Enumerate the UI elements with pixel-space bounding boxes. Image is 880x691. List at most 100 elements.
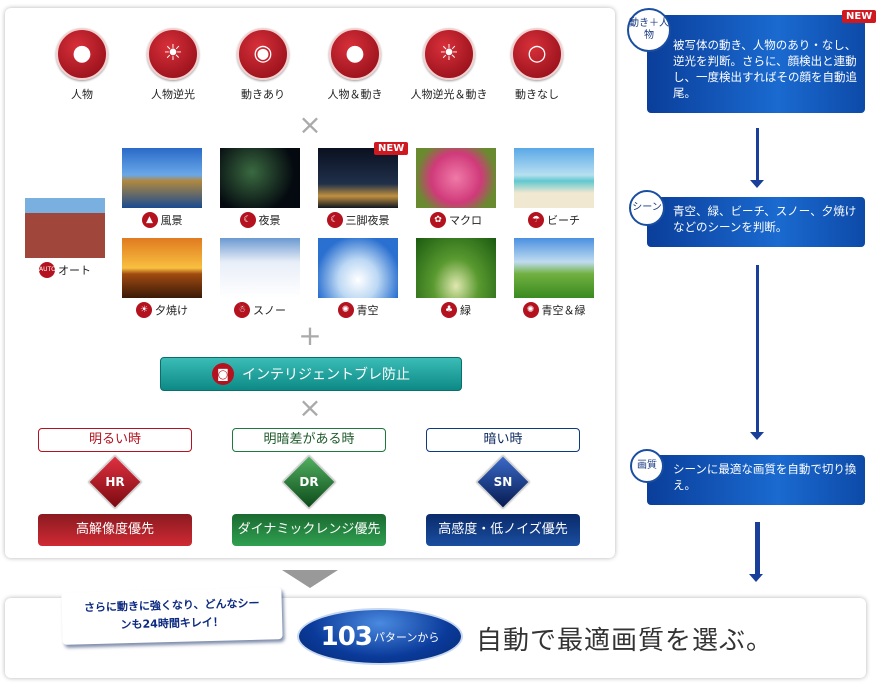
night-photo — [220, 148, 300, 208]
pattern-count: 103 — [320, 621, 373, 652]
mode-label: 動きあり — [241, 88, 285, 101]
mode-person-motion: ● 人物＆動き — [315, 28, 395, 102]
scene-macro: ✿マクロ — [416, 148, 496, 228]
step-scene: 青空、緑、ビーチ、スノー、夕焼けなどのシーンを判断。 — [647, 197, 865, 247]
person-motion-icon: ● — [329, 28, 381, 80]
sunset-photo — [122, 238, 202, 298]
scene-snow: ☃スノー — [220, 238, 300, 318]
mode-person: ● 人物 — [42, 28, 122, 102]
camera-shake-icon: ◙ — [212, 363, 234, 385]
dr-mark: DR — [299, 475, 319, 489]
scene-tripod-night: NEW ☾三脚夜景 — [318, 142, 409, 228]
new-badge: NEW — [842, 10, 877, 23]
macro-icon: ✿ — [430, 212, 446, 228]
sn-mark: SN — [493, 475, 513, 489]
scene-label: スノー — [253, 304, 286, 317]
step-motion-person: 被写体の動き、人物のあり・なし、逆光を判断。さらに、顔検出と連動し、一度検出すれ… — [647, 15, 865, 113]
beach-photo — [514, 148, 594, 208]
dynamic-range-priority: ダイナミックレンジ優先 — [232, 514, 386, 546]
step-text: シーンに最適な画質を自動で切り換え。 — [673, 462, 857, 492]
tripod-night-photo — [318, 148, 398, 208]
badge-text: シーン — [632, 202, 662, 213]
auto-icon: AUTO — [39, 262, 56, 278]
macro-photo — [416, 148, 496, 208]
scene-sunset: ☀夕焼け — [122, 238, 202, 318]
mode-label: 人物逆光＆動き — [410, 88, 488, 101]
step-text: 青空、緑、ビーチ、スノー、夕焼けなどのシーンを判断。 — [673, 204, 857, 234]
blue-sky-icon: ✺ — [337, 302, 354, 318]
down-arrow — [749, 522, 763, 582]
down-arrow — [750, 128, 764, 188]
multiply-icon: × — [298, 391, 322, 424]
night-icon: ☾ — [239, 212, 256, 228]
blue-sky-green-icon: ✺ — [522, 302, 539, 318]
scene-label: オート — [58, 264, 91, 277]
scene-label: 夕焼け — [155, 304, 188, 317]
mode-backlit-person: ☀ 人物逆光 — [133, 28, 213, 102]
image-quality-badge: 画質 — [630, 449, 664, 483]
blue-sky-green-photo — [514, 238, 594, 298]
scene-label: マクロ — [449, 214, 482, 227]
green-photo — [416, 238, 496, 298]
pattern-suffix: パターンから — [373, 630, 440, 644]
backlit-person-icon: ☀ — [147, 28, 199, 80]
scene-label: 緑 — [460, 304, 471, 317]
summary-note: さらに動きに強くなり、どんなシーンも24時間キレイ！ — [61, 587, 283, 645]
mode-motion: ◉ 動きあり — [223, 28, 303, 102]
condition-high-contrast: 明暗差がある時 — [232, 428, 386, 452]
hr-mark: HR — [105, 475, 125, 489]
scene-night: ☾夜景 — [220, 148, 300, 228]
scene-beach: ☂ビーチ — [514, 148, 594, 228]
backlit-person-motion-icon: ☀ — [423, 28, 475, 80]
step-text: 被写体の動き、人物のあり・なし、逆光を判断。さらに、顔検出と連動し、一度検出すれ… — [673, 38, 857, 100]
badge-text: 画質 — [637, 460, 657, 471]
mode-label: 人物逆光 — [151, 88, 195, 101]
scene-label: 三脚夜景 — [345, 214, 390, 227]
scene-label: 青空＆緑 — [541, 304, 586, 317]
scene-label: 風景 — [160, 214, 183, 227]
note-text: さらに動きに強くなり、どんなシーンも24時間キレイ！ — [83, 596, 260, 632]
plus-icon: + — [298, 319, 322, 352]
mode-label: 人物 — [71, 88, 93, 101]
tripod-night-icon: ☾ — [326, 212, 343, 228]
snow-icon: ☃ — [234, 302, 250, 318]
high-resolution-priority: 高解像度優先 — [38, 514, 192, 546]
scene-label: 夜景 — [258, 214, 281, 227]
scene-label: ビーチ — [547, 214, 580, 227]
motion-person-badge: 動き＋人物 — [627, 8, 671, 52]
blue-sky-photo — [318, 238, 398, 298]
condition-bright: 明るい時 — [38, 428, 192, 452]
beach-icon: ☂ — [528, 212, 544, 228]
multiply-icon: × — [298, 108, 322, 141]
mode-label: 人物＆動き — [327, 88, 383, 101]
intelligent-stabilizer-banner: ◙ インテリジェントブレ防止 — [160, 357, 462, 391]
scene-blue-sky: ✺青空 — [318, 238, 398, 318]
scene-green: ♣緑 — [416, 238, 496, 318]
auto-photo — [25, 198, 105, 258]
down-arrow-gray — [282, 570, 338, 588]
mode-no-motion: ○ 動きなし — [497, 28, 577, 102]
no-motion-icon: ○ — [511, 28, 563, 80]
summary-headline: 自動で最適画質を選ぶ。 — [476, 626, 774, 656]
stabilizer-label: インテリジェントブレ防止 — [242, 367, 410, 383]
low-noise-priority: 高感度・低ノイズ優先 — [426, 514, 580, 546]
sunset-icon: ☀ — [136, 302, 152, 318]
mode-backlit-person-motion: ☀ 人物逆光＆動き — [407, 28, 491, 102]
snow-photo — [220, 238, 300, 298]
landscape-photo — [122, 148, 202, 208]
landscape-icon: ▲ — [141, 212, 158, 228]
scene-label: 青空 — [356, 304, 379, 317]
new-badge: NEW — [374, 142, 409, 155]
motion-icon: ◉ — [237, 28, 289, 80]
step-image-quality: シーンに最適な画質を自動で切り換え。 — [647, 455, 865, 505]
green-icon: ♣ — [441, 302, 457, 318]
badge-text: 動き＋人物 — [629, 18, 669, 41]
down-arrow — [750, 265, 764, 440]
mode-label: 動きなし — [515, 88, 559, 101]
scene-blue-sky-green: ✺青空＆緑 — [514, 238, 594, 318]
person-icon: ● — [56, 28, 108, 80]
scene-badge: シーン — [629, 190, 665, 226]
condition-dark: 暗い時 — [426, 428, 580, 452]
